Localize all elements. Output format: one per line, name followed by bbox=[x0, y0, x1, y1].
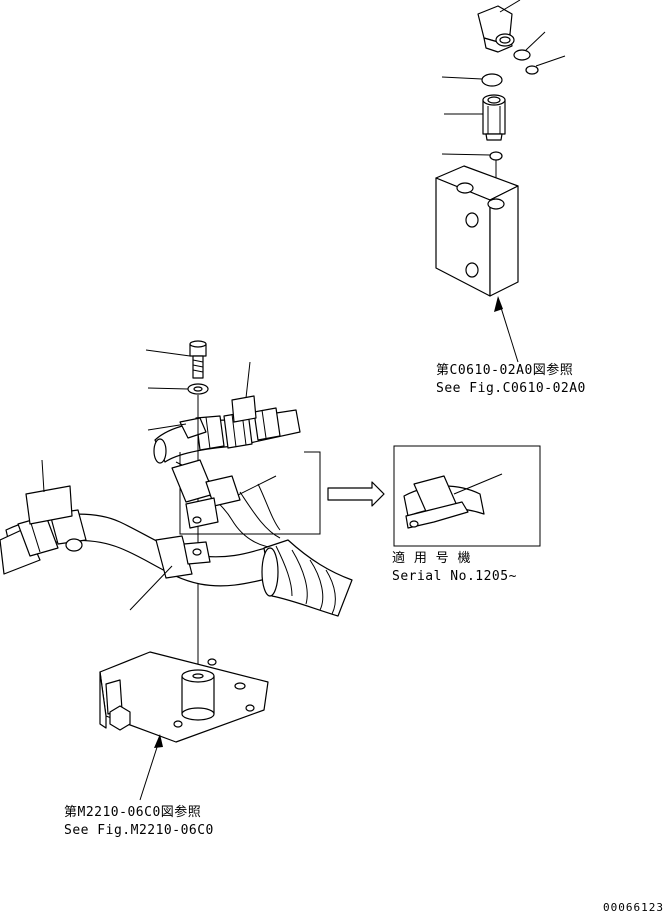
valve-block bbox=[435, 165, 519, 297]
bracket-ref-jp: 第M2210-06C0図参照 bbox=[64, 804, 201, 820]
bolt bbox=[145, 340, 207, 379]
elbow-fitting bbox=[477, 0, 521, 53]
lower-clamp bbox=[155, 535, 211, 579]
o-ring-top bbox=[441, 73, 503, 87]
valve-ref-en: See Fig.C0610-02A0 bbox=[436, 381, 586, 396]
hose-right-sleeve bbox=[261, 539, 353, 617]
applicable-label-jp: 適 用 号 機 bbox=[392, 550, 471, 566]
bracket-ref-arrow bbox=[139, 734, 163, 801]
upper-hose bbox=[153, 407, 301, 464]
drawing-number: 00066123 bbox=[603, 901, 664, 914]
adapter-fitting bbox=[444, 94, 506, 141]
leader-clamp-upper bbox=[147, 423, 187, 431]
hose-tag-upper bbox=[231, 361, 257, 423]
leader-lower-clamp bbox=[129, 565, 173, 611]
o-ring-lower bbox=[441, 151, 503, 161]
detail-box bbox=[393, 445, 541, 547]
hose-left-end bbox=[0, 459, 87, 575]
valve-ref-arrow bbox=[494, 296, 519, 363]
serial-label: Serial No.1205~ bbox=[392, 569, 517, 584]
valve-ref-jp: 第C0610-02A0図参照 bbox=[436, 362, 573, 378]
washer bbox=[147, 383, 209, 395]
small-seals bbox=[513, 31, 566, 75]
spacer-collar bbox=[181, 669, 215, 721]
bracket-ref-en: See Fig.M2210-06C0 bbox=[64, 823, 214, 838]
detail-arrow bbox=[327, 481, 385, 507]
